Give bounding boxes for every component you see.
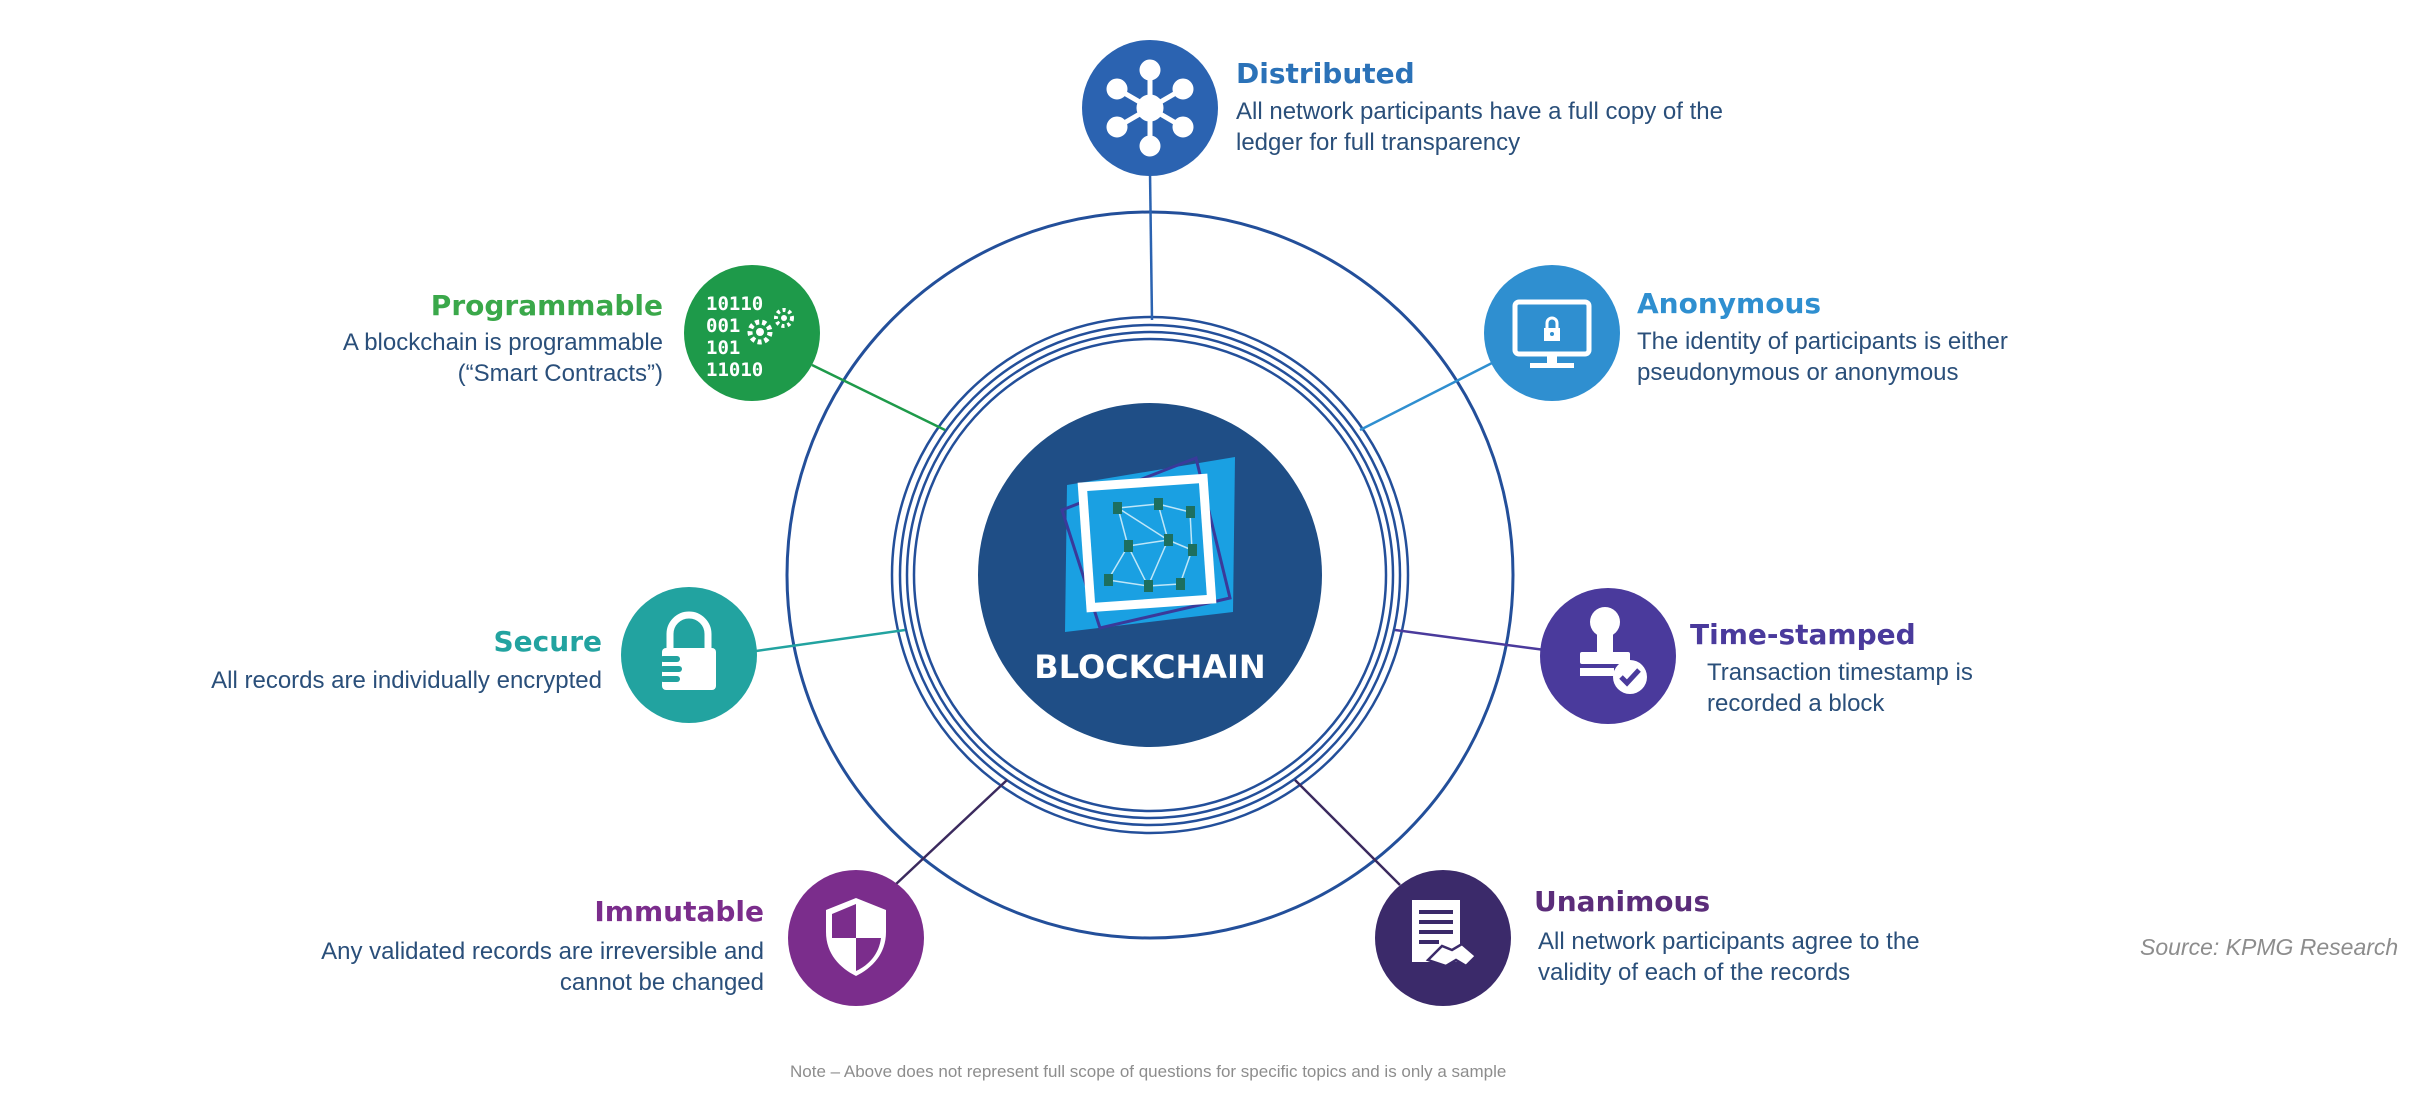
programmable-title: Programmable — [430, 289, 663, 322]
secure-description: All records are individually encrypted — [100, 665, 602, 696]
connector-anonymous — [1359, 360, 1495, 432]
blockchain-network-icon — [1060, 455, 1235, 632]
binary-text-3: 101 — [706, 337, 740, 359]
shield-icon — [826, 898, 886, 976]
programmable-desc-line-1: A blockchain is programmable — [342, 329, 663, 356]
anonymous-desc-line-2: pseudonymous or anonymous — [1637, 359, 1959, 386]
distributed-desc-line-1: All network participants have a full cop… — [1236, 98, 1723, 125]
timestamped-desc-line-1: Transaction timestamp is — [1707, 659, 1973, 686]
distributed-title: Distributed — [1236, 57, 1415, 90]
binary-text-4: 11010 — [706, 359, 763, 381]
immutable-desc-line-1: Any validated records are irreversible a… — [321, 938, 764, 965]
distributed-desc-line-2: ledger for full transparency — [1236, 129, 1521, 156]
binary-gears-icon: 10110 001 101 11010 — [706, 293, 794, 381]
anonymous-title: Anonymous — [1637, 287, 1822, 320]
distributed-badge — [1082, 40, 1218, 176]
distributed-description: All network participants have a full cop… — [1236, 96, 1723, 158]
inner-rings — [890, 315, 1410, 835]
immutable-description: Any validated records are irreversible a… — [200, 936, 764, 998]
connector-programmable — [811, 363, 946, 432]
connector-distributed — [1148, 171, 1154, 321]
padlock-icon — [660, 611, 716, 690]
document-handshake-icon — [1412, 900, 1478, 968]
timestamped-desc-line-2: recorded a block — [1707, 690, 1885, 717]
timestamped-badge — [1540, 588, 1676, 724]
unanimous-description: All network participants agree to the va… — [1538, 926, 1920, 988]
immutable-title: Immutable — [594, 895, 764, 928]
center-label: BLOCKCHAIN — [1034, 648, 1265, 686]
timestamped-title: Time-stamped — [1690, 618, 1916, 651]
connector-timestamped — [1394, 628, 1546, 652]
timestamped-description: Transaction timestamp is recorded a bloc… — [1707, 657, 1973, 719]
unanimous-badge — [1375, 870, 1511, 1006]
secure-title: Secure — [493, 625, 603, 658]
immutable-desc-line-2: cannot be changed — [559, 969, 764, 996]
binary-text-1: 10110 — [706, 293, 763, 315]
unanimous-title: Unanimous — [1534, 885, 1711, 918]
connector-unanimous — [1294, 779, 1401, 886]
connectors — [755, 171, 1546, 886]
binary-text-2: 001 — [706, 315, 740, 337]
secure-badge — [621, 587, 757, 723]
unanimous-desc-line-2: validity of each of the records — [1538, 959, 1851, 986]
anonymous-badge — [1484, 265, 1620, 401]
programmable-badge: 10110 001 101 11010 — [684, 265, 820, 401]
stamp-check-icon — [1580, 607, 1647, 694]
anonymous-desc-line-1: The identity of participants is either — [1637, 328, 2008, 355]
footnote: Note – Above does not represent full sco… — [790, 1062, 1507, 1081]
unanimous-desc-line-1: All network participants agree to the — [1538, 928, 1920, 955]
secure-desc-line-1: All records are individually encrypted — [211, 667, 602, 694]
connector-secure — [755, 628, 906, 653]
programmable-description: A blockchain is programmable (“Smart Con… — [200, 327, 663, 389]
immutable-badge — [788, 870, 924, 1006]
source-citation: Source: KPMG Research — [2140, 934, 2399, 960]
anonymous-description: The identity of participants is either p… — [1637, 326, 2008, 388]
connector-immutable — [894, 779, 1008, 886]
programmable-desc-line-2: (“Smart Contracts”) — [457, 360, 663, 387]
network-hub-icon — [1106, 59, 1194, 157]
monitor-lock-icon — [1512, 299, 1592, 368]
